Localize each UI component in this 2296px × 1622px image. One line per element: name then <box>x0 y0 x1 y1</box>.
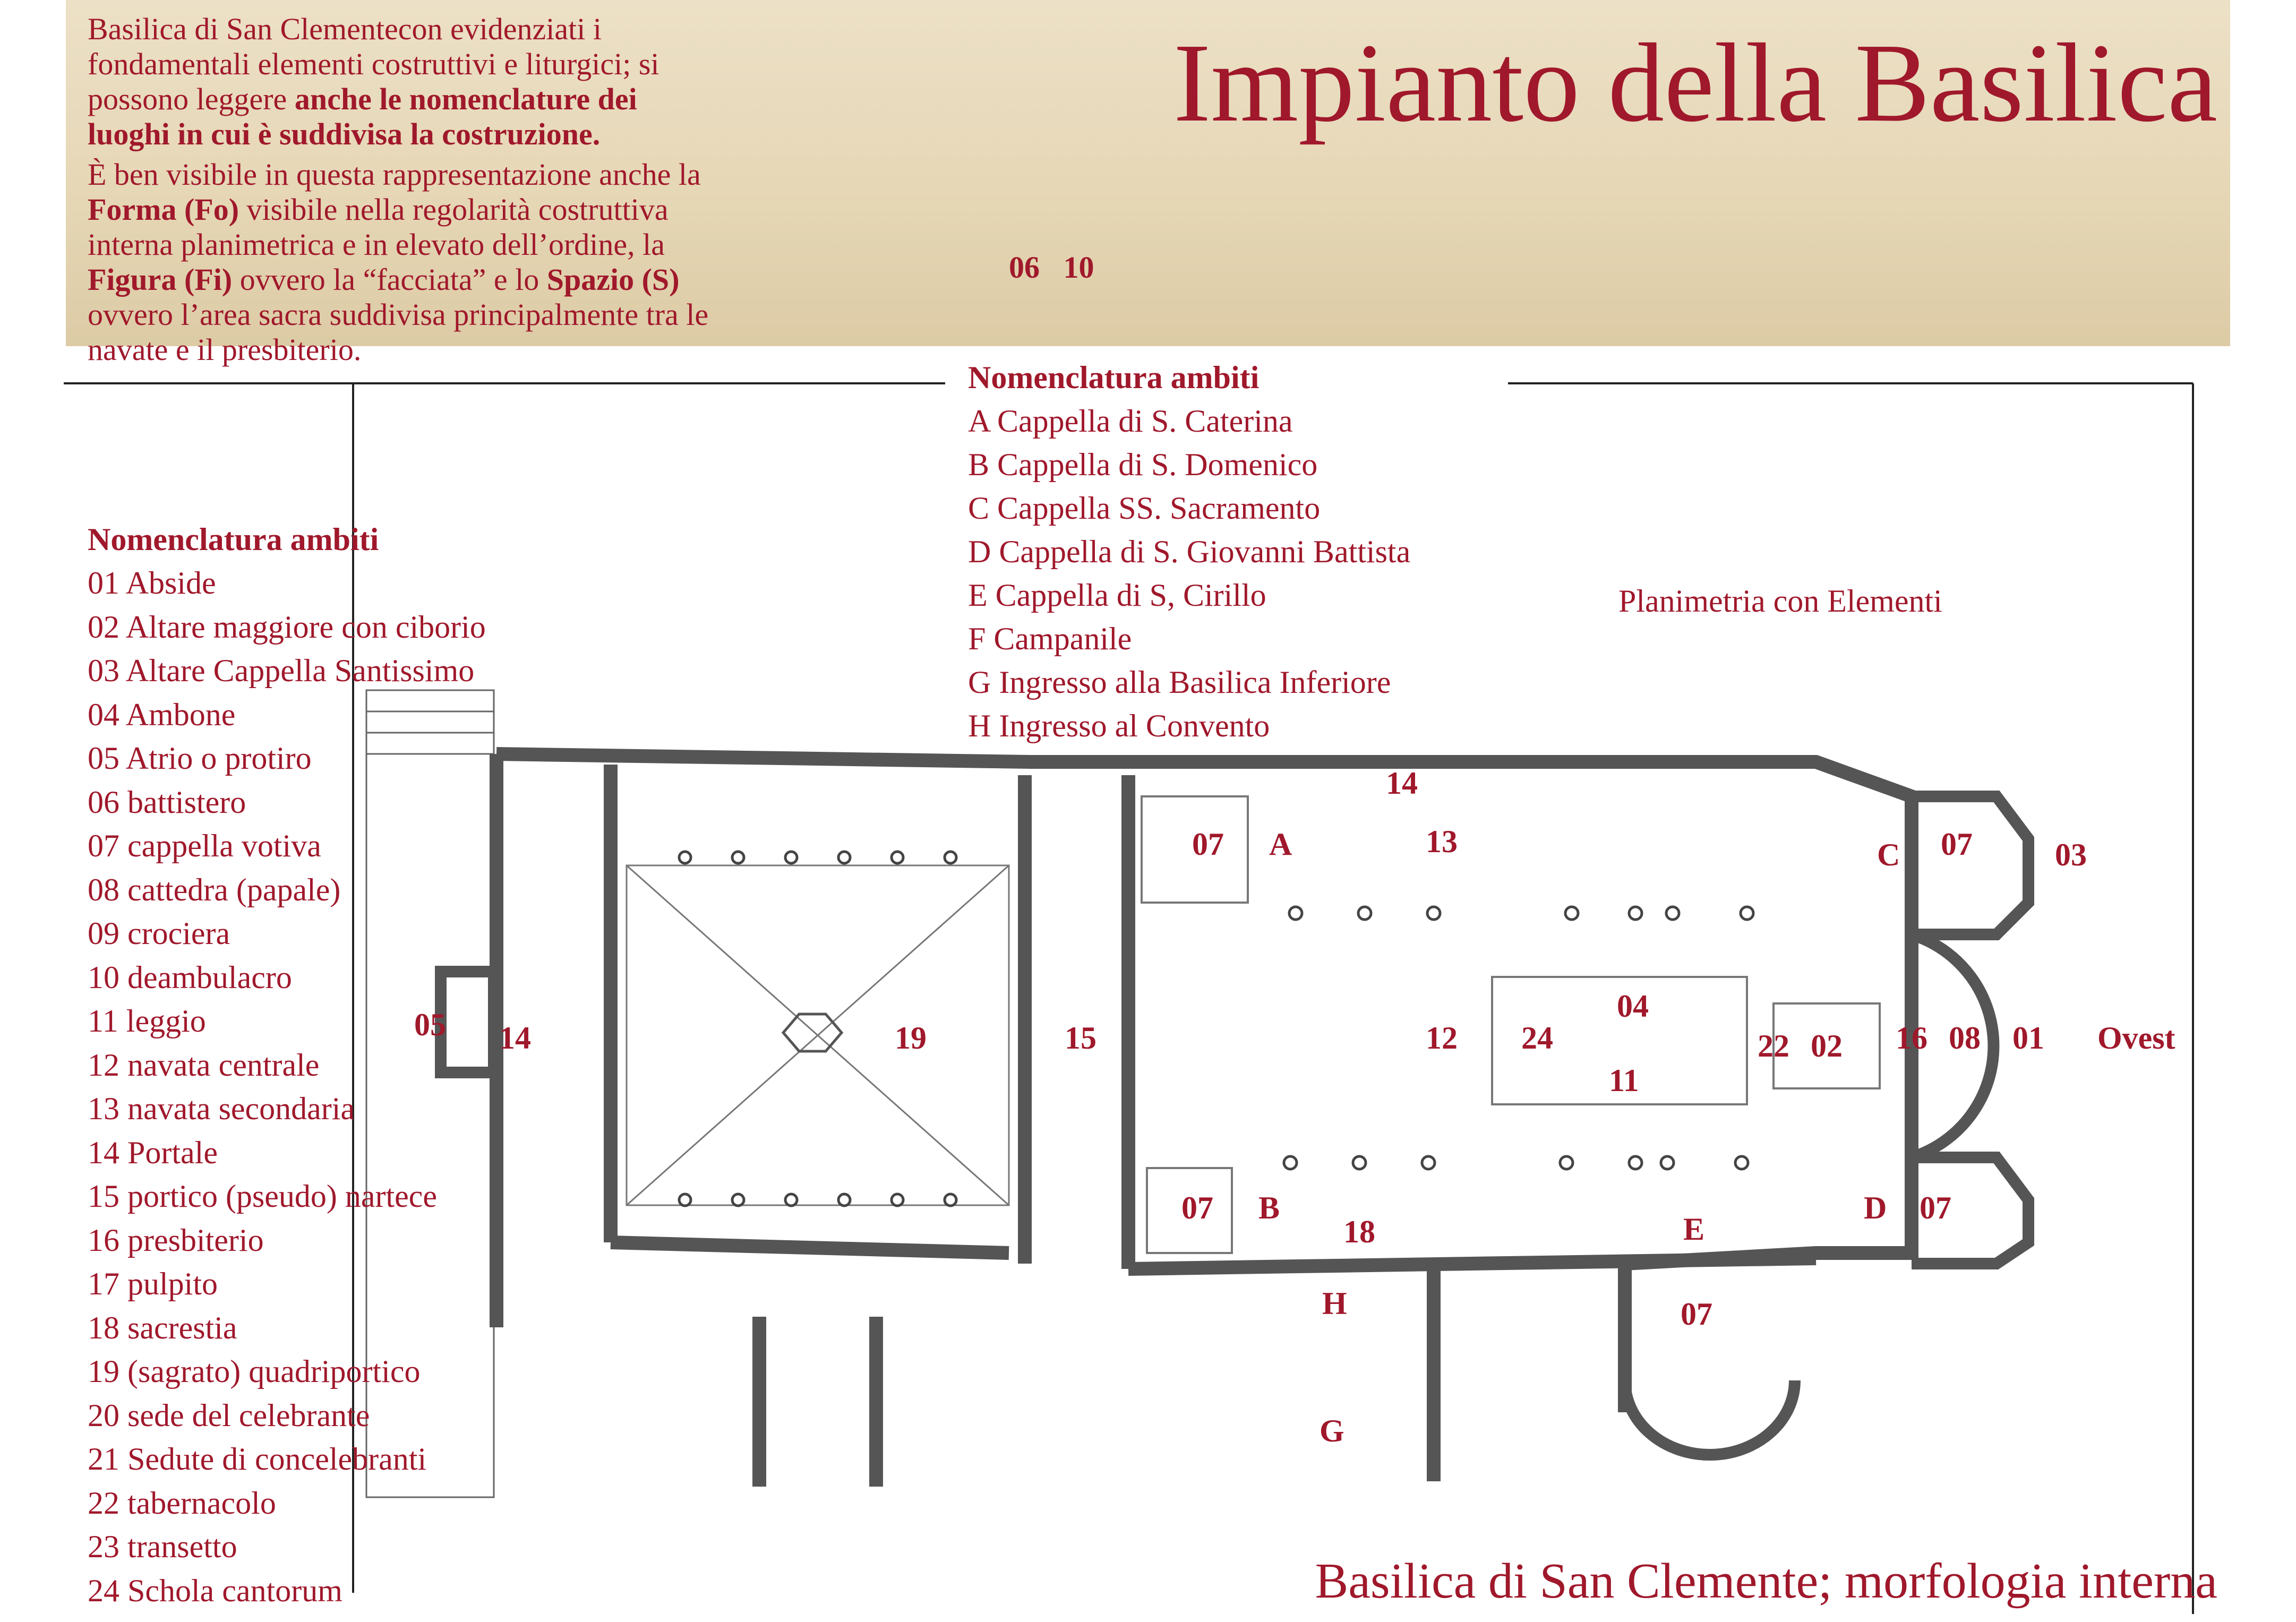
plan-label-03: 03 <box>2055 837 2087 872</box>
legend-number-item: 01 Abside <box>88 565 216 600</box>
plan-label-13: 13 <box>1426 824 1458 859</box>
legend-numbers-heading: Nomenclatura ambiti <box>88 522 379 557</box>
plan-label-D: D <box>1864 1190 1887 1225</box>
plan-label-08: 08 <box>1949 1020 1981 1055</box>
plan-label-14-west: 14 <box>499 1020 531 1055</box>
legend-number-item: 08 cattedra (papale) <box>88 872 341 907</box>
plan-label-A: A <box>1269 827 1292 862</box>
legend-number-item: 04 Ambone <box>88 697 236 732</box>
legend-letter-item: D Cappella di S. Giovanni Battista <box>968 534 1411 569</box>
plan-label-05: 05 <box>414 1007 446 1042</box>
legend-number-item: 21 Sedute di concelebranti <box>88 1441 427 1477</box>
plan-label-02: 02 <box>1811 1028 1843 1063</box>
plan-label-E: E <box>1683 1212 1704 1247</box>
plan-label-C: C <box>1877 837 1900 872</box>
legend-number-item: 09 crociera <box>88 916 230 951</box>
plan-walls <box>490 747 1918 1487</box>
legend-letters: Nomenclatura ambiti A Cappella di S. Cat… <box>968 356 1410 748</box>
column-row-atrium <box>678 850 958 1207</box>
legend-letter-item: A Cappella di S. Caterina <box>968 404 1293 439</box>
legend-number-item: 05 Atrio o protiro <box>88 741 312 776</box>
plan-label-07-b: 07 <box>1941 827 1973 862</box>
legend-numbers: Nomenclatura ambiti 01 Abside 02 Altare … <box>88 518 486 1612</box>
plan-label-22: 22 <box>1758 1028 1789 1063</box>
legend-number-item: 19 (sagrato) quadriportico <box>88 1354 421 1389</box>
legend-letter-item: H Ingresso al Convento <box>968 708 1270 743</box>
plan-label-07-d: 07 <box>1920 1190 1951 1225</box>
nave-structures <box>1141 795 1881 1254</box>
page-title: Impianto della Basilica <box>1173 20 2217 145</box>
legend-number-item: 14 Portale <box>88 1135 218 1170</box>
page-subtitle: Basilica di San Clemente; morfologia int… <box>1315 1554 2217 1609</box>
plan-label-12: 12 <box>1426 1020 1458 1055</box>
legend-letter-item: F Campanile <box>968 621 1132 656</box>
plan-label-07-a: 07 <box>1192 827 1224 862</box>
apse-shapes <box>435 791 2034 1461</box>
plan-label-07-c: 07 <box>1181 1190 1213 1225</box>
legend-letters-heading: Nomenclatura ambiti <box>968 360 1260 395</box>
legend-number-item: 06 battistero <box>88 784 246 820</box>
header-banner <box>66 0 2230 346</box>
legend-letter-item: G Ingresso alla Basilica Inferiore <box>968 665 1391 700</box>
plan-label-18: 18 <box>1343 1214 1375 1249</box>
plan-caption: Planimetria con Elementi <box>1618 583 1942 619</box>
plan-label-ovest: Ovest <box>2097 1020 2175 1055</box>
plan-label-04: 04 <box>1617 989 1649 1024</box>
plan-label-15: 15 <box>1065 1020 1096 1055</box>
legend-number-item: 12 navata centrale <box>88 1047 320 1083</box>
plan-label-B: B <box>1258 1190 1280 1225</box>
column-row-south <box>1282 1155 1750 1171</box>
legend-number-item: 03 Altare Cappella Santissimo <box>88 653 475 688</box>
legend-letter-item: B Cappella di S. Domenico <box>968 447 1318 482</box>
plan-label-19: 19 <box>895 1020 927 1055</box>
plan-label-07-e: 07 <box>1681 1297 1712 1332</box>
legend-number-item: 16 presbiterio <box>88 1222 264 1258</box>
legend-number-item: 20 sede del celebrante <box>88 1397 370 1433</box>
legend-letter-item: C Cappella SS. Sacramento <box>968 491 1321 526</box>
legend-number-item: 07 cappella votiva <box>88 828 321 863</box>
legend-number-item: 24 Schola cantorum <box>88 1573 342 1608</box>
legend-letter-item: E Cappella di S, Cirillo <box>968 578 1266 613</box>
atrium-lines <box>626 864 1010 1206</box>
legend-number-item: 13 navata secondaria <box>88 1091 355 1126</box>
top-numbers: 06 10 <box>1009 250 1094 285</box>
plan-label-01: 01 <box>2012 1020 2044 1055</box>
plan-labels: 05 14 19 15 07 A 14 13 C 07 03 04 12 24 … <box>414 766 2175 1448</box>
legend-number-item: 10 deambulacro <box>88 959 292 995</box>
legend-number-item: 15 portico (pseudo) nartece <box>88 1179 438 1214</box>
plan-label-G: G <box>1320 1413 1344 1448</box>
legend-number-item: 18 sacrestia <box>88 1310 237 1345</box>
frame-lines <box>64 382 2194 1614</box>
intro-text: Basilica di San Clementecon evidenziati … <box>88 12 725 373</box>
plan-label-11: 11 <box>1609 1063 1639 1098</box>
legend-number-item: 23 transetto <box>88 1529 237 1564</box>
legend-number-item: 22 tabernacolo <box>88 1485 276 1521</box>
plan-label-H: H <box>1322 1286 1347 1321</box>
intro-paragraph-2: È ben visibile in questa rappresentazion… <box>88 157 709 367</box>
legend-number-item: 17 pulpito <box>88 1266 218 1301</box>
plan-label-24: 24 <box>1521 1020 1553 1055</box>
plan-label-16: 16 <box>1896 1020 1927 1055</box>
plan-label-14-north: 14 <box>1386 766 1418 801</box>
legend-number-item: 02 Altare maggiore con ciborio <box>88 609 486 645</box>
column-row-north <box>1288 905 1755 921</box>
legend-number-item: 11 leggio <box>88 1003 206 1039</box>
intro-paragraph-1: Basilica di San Clementecon evidenziati … <box>88 12 659 151</box>
